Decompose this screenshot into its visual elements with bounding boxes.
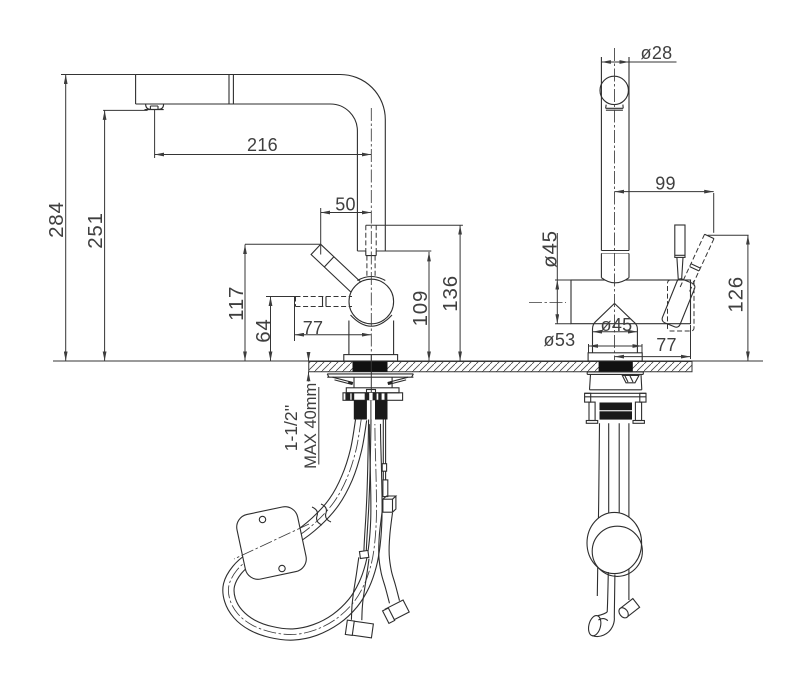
svg-text:ø53: ø53: [544, 330, 576, 350]
svg-text:50: 50: [335, 194, 356, 214]
svg-text:126: 126: [724, 276, 747, 313]
svg-text:64: 64: [252, 318, 275, 342]
svg-text:ø28: ø28: [641, 43, 673, 63]
svg-text:MAX 40mm: MAX 40mm: [302, 383, 320, 469]
svg-text:1-1/2'': 1-1/2'': [281, 405, 301, 452]
svg-text:ø45: ø45: [539, 230, 562, 268]
svg-text:216: 216: [247, 135, 278, 155]
svg-text:109: 109: [409, 290, 432, 327]
svg-text:99: 99: [655, 174, 676, 194]
svg-text:77: 77: [656, 335, 677, 355]
svg-text:ø45: ø45: [601, 315, 633, 335]
svg-text:77: 77: [303, 318, 324, 338]
svg-text:284: 284: [45, 201, 68, 238]
svg-text:136: 136: [439, 275, 462, 312]
svg-text:251: 251: [84, 212, 107, 249]
svg-text:117: 117: [225, 286, 248, 321]
